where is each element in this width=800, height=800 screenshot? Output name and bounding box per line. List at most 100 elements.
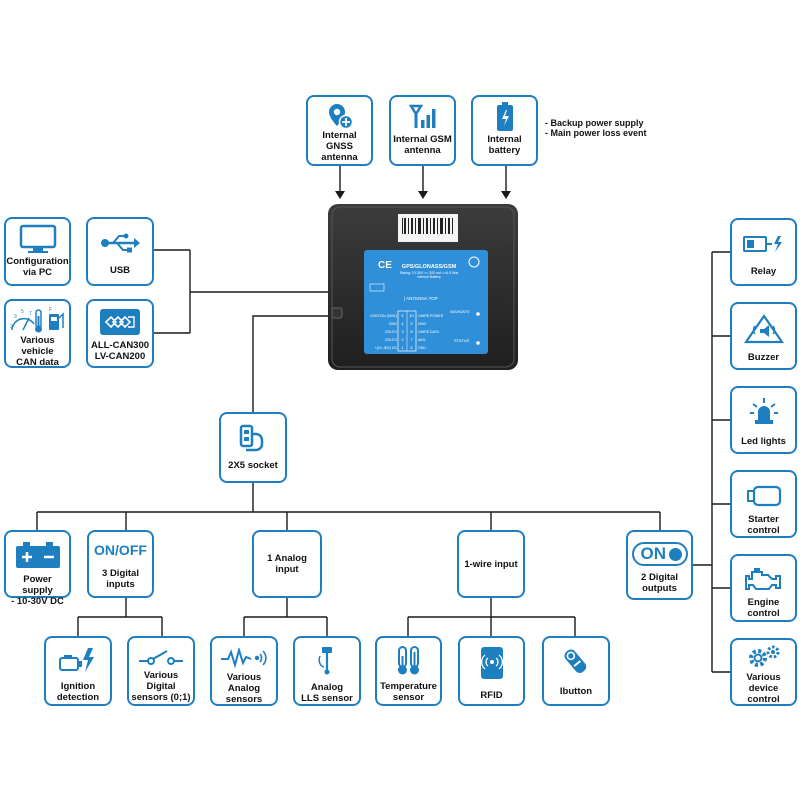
buzzer-icon [732, 314, 795, 344]
digital-outputs-label: 2 Digital outputs [641, 572, 678, 594]
pin-labels-right: 1WIRE POWER DIN3 1WIRE DATA AIN1 GND [418, 312, 450, 352]
led-beacon-icon [732, 396, 795, 426]
starter-control-label: Starter control [747, 514, 780, 536]
pin-label: 1WIRE POWER [418, 314, 444, 318]
buzzer-box: Buzzer [730, 302, 797, 370]
can-data-box: 2 3 5 7 F Various vehicle CAN data [4, 299, 71, 368]
ibutton-label: Ibutton [559, 686, 593, 697]
svg-text:F: F [49, 307, 52, 313]
svg-text:5: 5 [21, 309, 24, 315]
ibutton-key-icon [544, 646, 608, 678]
pin-number: 10 [409, 313, 414, 318]
usb-icon [88, 233, 152, 253]
tracker-device: CE GPS/GLONASS/GSM Rating: 10-30V == 200… [328, 204, 518, 370]
pin-label: GND [418, 346, 426, 350]
internal-battery-box: Internal battery [471, 95, 538, 166]
pin-label: DIN2 [389, 322, 397, 326]
device-control-box: Various device control [730, 638, 797, 706]
starter-motor-icon [732, 484, 795, 508]
can-data-label: Various vehicle CAN data [16, 335, 59, 368]
rfid-label: RFID [480, 690, 503, 701]
config-pc-label: Configuration via PC [6, 256, 69, 278]
analog-input-label: 1 Analog input [267, 553, 307, 575]
engine-control-box: Engine control [730, 554, 797, 622]
toggle-knob [668, 547, 682, 561]
on-toggle-text: ON [640, 544, 667, 563]
pin-label: AIN1 [418, 338, 426, 342]
onewire-input-label: 1-wire input [464, 558, 518, 570]
internal-battery-label: Internal battery [487, 134, 522, 156]
pin-label: DOUT2 [385, 338, 397, 342]
pin-label: IGNITION (DIN1) [370, 314, 397, 318]
socket-label: 2X5 socket [228, 460, 278, 471]
battery-notes: - Backup power supply - Main power loss … [545, 118, 647, 138]
pin-number: 6 [410, 345, 413, 350]
can-adapter-icon [88, 309, 152, 335]
usb-box: USB [86, 217, 154, 286]
analog-sensors-box: Various Analog sensors [210, 636, 278, 706]
gears-icon [732, 644, 795, 670]
power-supply-label: Power supply - 10-30V DC [11, 574, 64, 607]
gnss-antenna-box: Internal GNSS antenna [306, 95, 373, 166]
ignition-box: Ignition detection [44, 636, 112, 706]
pin-label: DOUT1 [385, 330, 397, 334]
temperature-sensor-label: Temperature sensor [380, 681, 437, 703]
svg-text:CE: CE [378, 260, 392, 271]
pin-number: 7 [410, 337, 413, 342]
device-control-label: Various device control [746, 672, 781, 705]
digital-inputs-box: ON/OFF 3 Digital inputs [87, 530, 154, 598]
tracker-device-image: CE [328, 204, 518, 370]
pin-number: 5 [401, 313, 404, 318]
dashboard-gauges-icon: 2 3 5 7 F [6, 304, 69, 334]
onewire-input-box: 1-wire input [457, 530, 525, 598]
svg-text:2: 2 [10, 324, 13, 330]
svg-text:7: 7 [29, 311, 32, 317]
analog-input-box: 1 Analog input [252, 530, 322, 598]
gsm-antenna-label: Internal GSM antenna [393, 134, 452, 156]
pin-labels-left: IGNITION (DIN1) DIN2 DOUT1 DOUT2 +(10..3… [366, 312, 397, 352]
device-navigate-label: NAVIGATE [450, 309, 470, 314]
digital-outputs-box: ON 2 Digital outputs [626, 530, 693, 600]
buzzer-label: Buzzer [747, 352, 780, 363]
battery-icon [473, 102, 536, 132]
relay-box: Relay [730, 218, 797, 286]
battery-polarity-icon [6, 542, 69, 568]
gnss-antenna-icon [308, 102, 371, 130]
engine-control-label: Engine control [747, 597, 780, 619]
ibutton-box: Ibutton [542, 636, 610, 706]
lls-sensor-label: Analog LLS sensor [301, 682, 353, 704]
monitor-icon [6, 224, 69, 254]
ignition-label: Ignition detection [56, 681, 100, 703]
waveform-icon [212, 648, 276, 668]
relay-icon [732, 234, 795, 254]
pin-numbers-right: 10 9 8 7 6 [407, 312, 416, 352]
pin-number: 2 [401, 337, 404, 342]
device-title: GPS/GLONASS/GSM [401, 264, 457, 270]
pin-label: +(10..30V) DC [374, 346, 397, 350]
svg-text:3: 3 [14, 314, 17, 320]
can-adapter-box: ALL-CAN300 LV-CAN200 [86, 299, 154, 368]
digital-inputs-label: 3 Digital inputs [102, 568, 139, 590]
led-lights-box: Led lights [730, 386, 797, 454]
led-lights-label: Led lights [741, 436, 786, 447]
device-antenna-top: | ANTENNA TOP [404, 296, 438, 301]
engine-icon [732, 566, 795, 592]
can-adapter-label: ALL-CAN300 LV-CAN200 [90, 340, 150, 362]
rfid-card-icon [460, 646, 523, 680]
thermometer-icon [377, 646, 440, 676]
gsm-antenna-box: Internal GSM antenna [389, 95, 456, 166]
lls-sensor-box: Analog LLS sensor [293, 636, 361, 706]
device-status-label: STATUS [454, 338, 470, 343]
socket-box: 2X5 socket [219, 412, 287, 483]
digital-sensors-box: Various Digital sensors (0;1) [127, 636, 195, 706]
digital-sensors-label: Various Digital sensors (0;1) [131, 670, 191, 703]
gnss-antenna-label: Internal GNSS antenna [321, 130, 358, 163]
pin-number: 8 [410, 329, 413, 334]
switch-icon [129, 648, 193, 666]
pin-numbers-left: 5 4 3 2 1 [398, 312, 407, 352]
device-rating: Rating: 10-30V == 200 mA <=6.5 Wat Inter… [399, 271, 459, 279]
pin-label: 1WIRE DATA [418, 330, 439, 334]
config-pc-box: Configuration via PC [4, 217, 71, 286]
pin-number: 1 [401, 345, 404, 350]
analog-sensors-label: Various Analog sensors [225, 672, 263, 705]
